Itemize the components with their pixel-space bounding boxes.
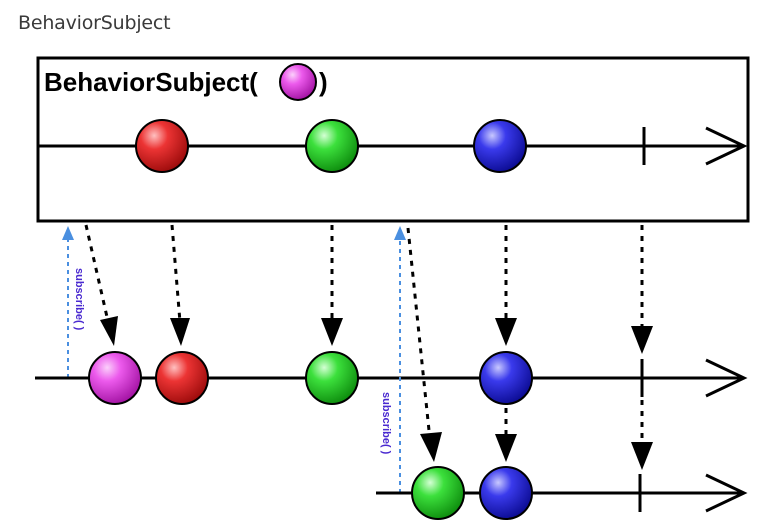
observer-2-marble-green [411,466,465,520]
emission-arrowhead-red [170,318,190,346]
page-heading: BehaviorSubject [18,12,171,34]
subscribe-arrowhead-2 [394,226,406,240]
observer-2-arrowhead-complete [631,442,653,470]
source-marble-blue [473,119,527,173]
subscribe-label-2: subscribe( ) [380,392,392,455]
observer-1-marble-magenta [88,351,142,405]
source-marble-green [305,119,359,173]
subscribe-label-1: subscribe( ) [73,268,85,331]
source-timeline-arrowhead [705,126,748,166]
subject-title-suffix: ) [319,67,328,97]
observer-2-marble-blue [479,466,533,520]
emission-arrowhead-complete [631,326,653,354]
observer-2-arrowhead-blue [495,434,517,462]
emission-arrow-red [170,224,182,323]
observer-2-timeline-arrowhead [705,473,748,513]
subscribe-arrowhead-1 [62,226,74,240]
emission-arrowhead-green [321,318,343,346]
replay-arrowhead-green [420,432,442,462]
emission-arrowhead-blue [495,318,517,346]
replay-arrow-green [406,227,432,441]
observer-1-timeline-arrowhead [705,358,748,398]
observer-1-marble-red [155,351,209,405]
subject-title: BehaviorSubject( [44,67,258,97]
observer-1-marble-green [305,351,359,405]
observer-1-marble-blue [479,351,533,405]
source-marble-red [135,119,189,173]
emission-arrow-magenta [84,224,112,331]
subject-title-prefix: BehaviorSubject( [44,67,258,97]
emission-arrowhead-magenta [100,316,118,346]
initial-value-marble [279,63,317,101]
